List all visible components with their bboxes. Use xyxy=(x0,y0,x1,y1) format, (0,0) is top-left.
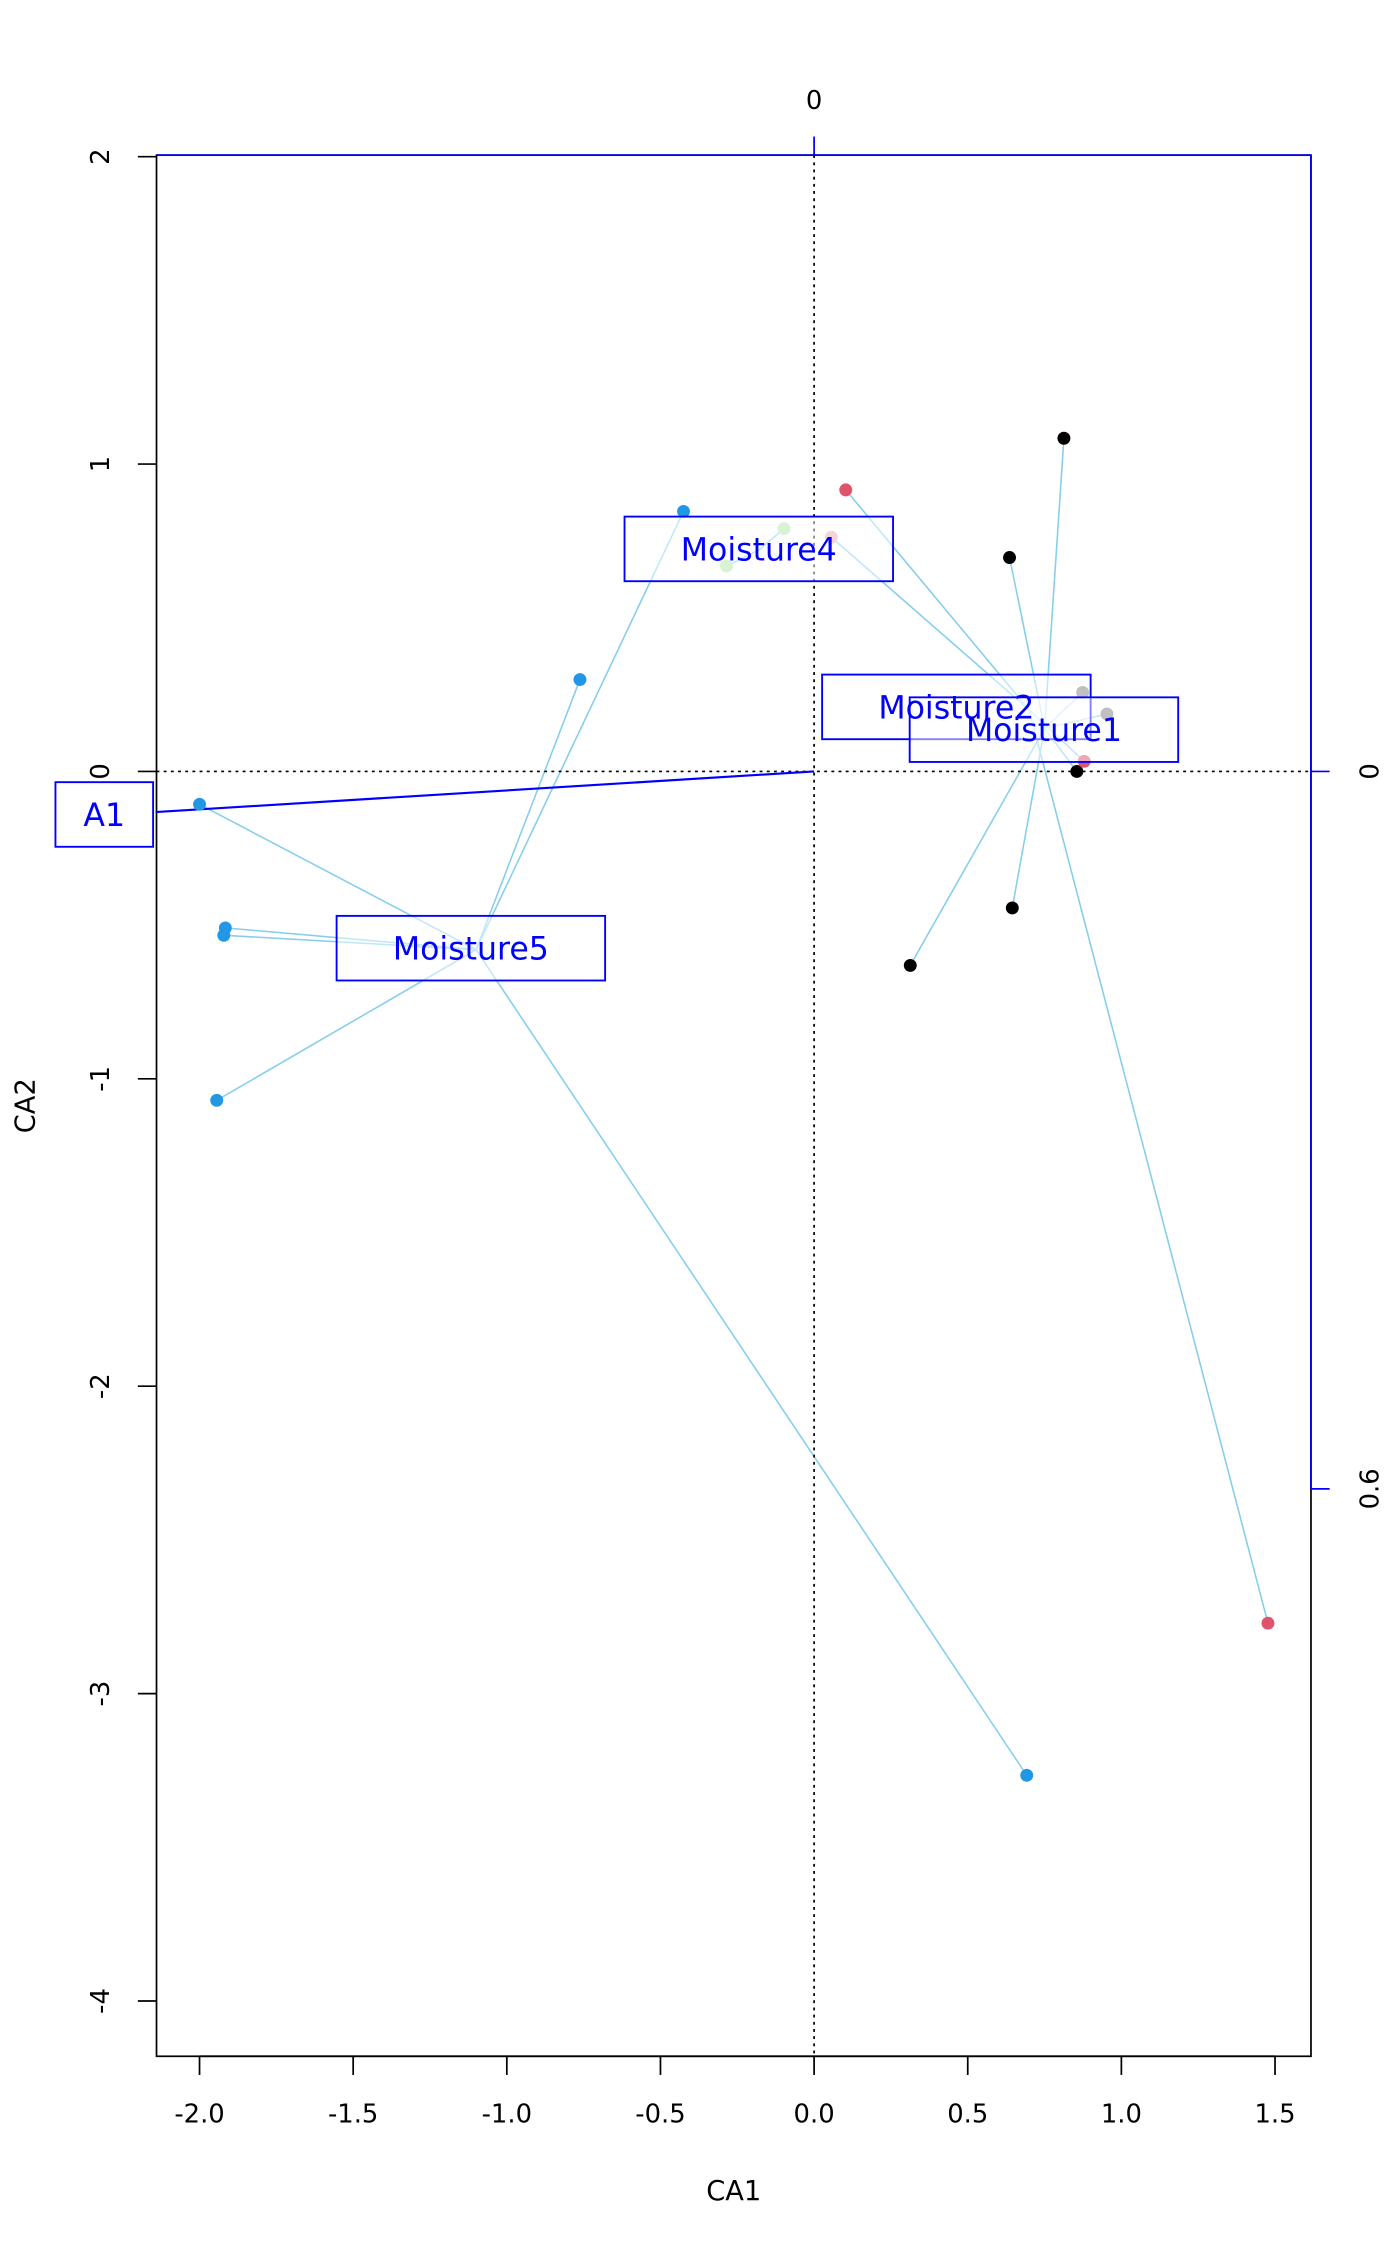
env-right-tick-label: 0 xyxy=(1355,763,1385,779)
y-tick-label: -3 xyxy=(86,1681,116,1707)
env-vector-arrow xyxy=(155,770,815,814)
label-box xyxy=(54,781,155,848)
x-tick-label: 0.0 xyxy=(794,2099,835,2129)
label-a1: A1 xyxy=(83,798,125,834)
spider-line xyxy=(909,728,1046,966)
data-point xyxy=(1005,901,1019,915)
label-box xyxy=(335,914,607,982)
data-point xyxy=(1261,1616,1275,1630)
y-axis-title: CA2 xyxy=(10,1078,41,1133)
x-tick-label: -2.0 xyxy=(174,2099,224,2129)
data-point xyxy=(573,673,587,687)
data-point xyxy=(1057,431,1071,445)
env-right-tick-label: 0.6 xyxy=(1355,1468,1385,1509)
spider-line xyxy=(475,949,1028,1776)
data-point xyxy=(839,483,853,497)
x-tick-label: 0.5 xyxy=(947,2099,988,2129)
y-tick-label: 0 xyxy=(86,763,116,779)
x-tick-label: -0.5 xyxy=(635,2099,685,2129)
spider-line xyxy=(475,679,581,951)
data-point xyxy=(1003,551,1016,564)
label-box xyxy=(623,515,894,583)
y-tick-label: 1 xyxy=(86,456,116,472)
spider-line xyxy=(1028,709,1269,1624)
y-tick-label: -1 xyxy=(86,1066,116,1092)
y-tick-label: -2 xyxy=(86,1373,116,1399)
data-point xyxy=(677,504,690,518)
data-point xyxy=(217,928,231,942)
x-axis-title: CA1 xyxy=(706,2176,761,2207)
label-moisture5: Moisture5 xyxy=(393,932,549,968)
plot-frame xyxy=(155,154,1312,2058)
env-top-tick-label: 0 xyxy=(806,86,822,116)
label-box xyxy=(908,696,1180,763)
label-moisture4: Moisture4 xyxy=(681,532,837,568)
data-point xyxy=(193,797,206,811)
data-point xyxy=(210,1093,224,1107)
label-moisture1: Moisture1 xyxy=(966,713,1122,749)
data-point xyxy=(903,958,917,972)
x-tick-label: -1.5 xyxy=(328,2099,378,2129)
spider-line xyxy=(475,511,685,951)
y-tick-label: 2 xyxy=(86,148,116,164)
x-tick-label: 1.5 xyxy=(1254,2099,1295,2129)
y-tick-label: -4 xyxy=(86,1988,116,2014)
data-point xyxy=(1070,764,1084,778)
x-tick-label: -1.0 xyxy=(482,2099,532,2129)
label-moisture2: Moisture2 xyxy=(878,690,1034,726)
data-point xyxy=(1020,1768,1034,1782)
x-tick-label: 1.0 xyxy=(1101,2099,1142,2129)
